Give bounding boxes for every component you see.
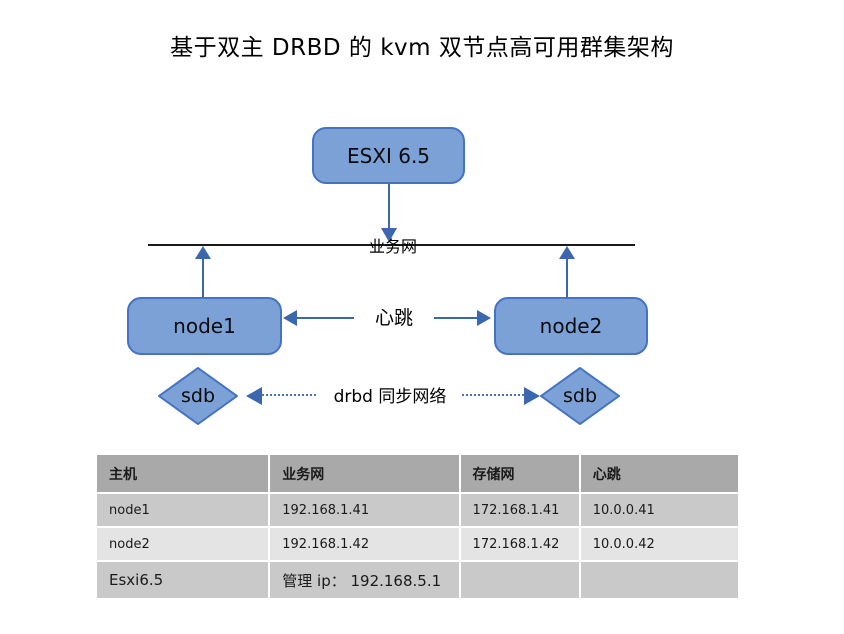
column-header-storage: 存储网: [460, 455, 579, 492]
node2-label: node2: [539, 314, 603, 338]
node1-disk-label: sdb: [180, 385, 216, 407]
arrow-left-icon: [246, 387, 262, 405]
esxi-node-shape: ESXI 6.5: [312, 127, 465, 184]
node2-disk-shape: sdb: [540, 367, 620, 425]
node1-disk-shape: sdb: [158, 367, 238, 425]
cell-business-ip: 管理 ip： 192.168.5.1: [270, 562, 459, 598]
node1-label: node1: [173, 314, 236, 338]
column-header-business: 业务网: [270, 455, 459, 492]
cell-heartbeat-ip: 10.0.0.42: [580, 528, 738, 560]
drbd-sync-label: drbd 同步网络: [318, 382, 462, 407]
cell-storage-ip: 172.168.1.42: [460, 528, 579, 560]
business-network-line: [148, 244, 635, 246]
table-header-row: 主机 业务网 存储网 心跳: [97, 455, 738, 492]
cell-heartbeat-ip: 10.0.0.41: [580, 494, 738, 526]
node2-disk-label: sdb: [562, 385, 598, 407]
diamond-icon: [540, 367, 620, 425]
arrow-up-icon: [559, 246, 575, 259]
arrow-up-icon: [195, 246, 211, 259]
cell-host: node1: [97, 494, 269, 526]
page-title: 基于双主 DRBD 的 kvm 双节点高可用群集架构: [170, 35, 674, 61]
cell-host: Esxi6.5: [97, 562, 269, 598]
heartbeat-label: 心跳: [354, 303, 434, 330]
cell-business-ip: 192.168.1.41: [270, 494, 459, 526]
table-row: node2 192.168.1.42 172.168.1.42 10.0.0.4…: [97, 528, 738, 560]
diamond-icon: [158, 367, 238, 425]
esxi-node-label: ESXI 6.5: [346, 143, 431, 168]
arrow-left-icon: [283, 310, 297, 326]
node1-to-business-connector: [202, 259, 204, 297]
cell-business-ip: 192.168.1.42: [270, 528, 459, 560]
arrow-right-icon: [477, 310, 491, 326]
column-header-heartbeat: 心跳: [580, 455, 738, 492]
table-row: node1 192.168.1.41 172.168.1.41 10.0.0.4…: [97, 494, 738, 526]
node1-shape: node1: [127, 297, 282, 355]
esxi-to-business-connector: [388, 184, 390, 229]
ip-address-table: 主机 业务网 存储网 心跳 node1 192.168.1.41 172.168…: [95, 453, 740, 600]
table-row: Esxi6.5 管理 ip： 192.168.5.1: [97, 562, 738, 598]
cell-storage-ip: [460, 562, 579, 598]
node2-to-business-connector: [566, 259, 568, 297]
node2-shape: node2: [494, 297, 648, 355]
arrow-right-icon: [524, 387, 540, 405]
cell-storage-ip: 172.168.1.41: [460, 494, 579, 526]
cell-heartbeat-ip: [580, 562, 738, 598]
cell-host: node2: [97, 528, 269, 560]
column-header-host: 主机: [97, 455, 269, 492]
business-network-label: 业务网: [368, 237, 417, 256]
arrow-down-icon: [381, 228, 397, 242]
